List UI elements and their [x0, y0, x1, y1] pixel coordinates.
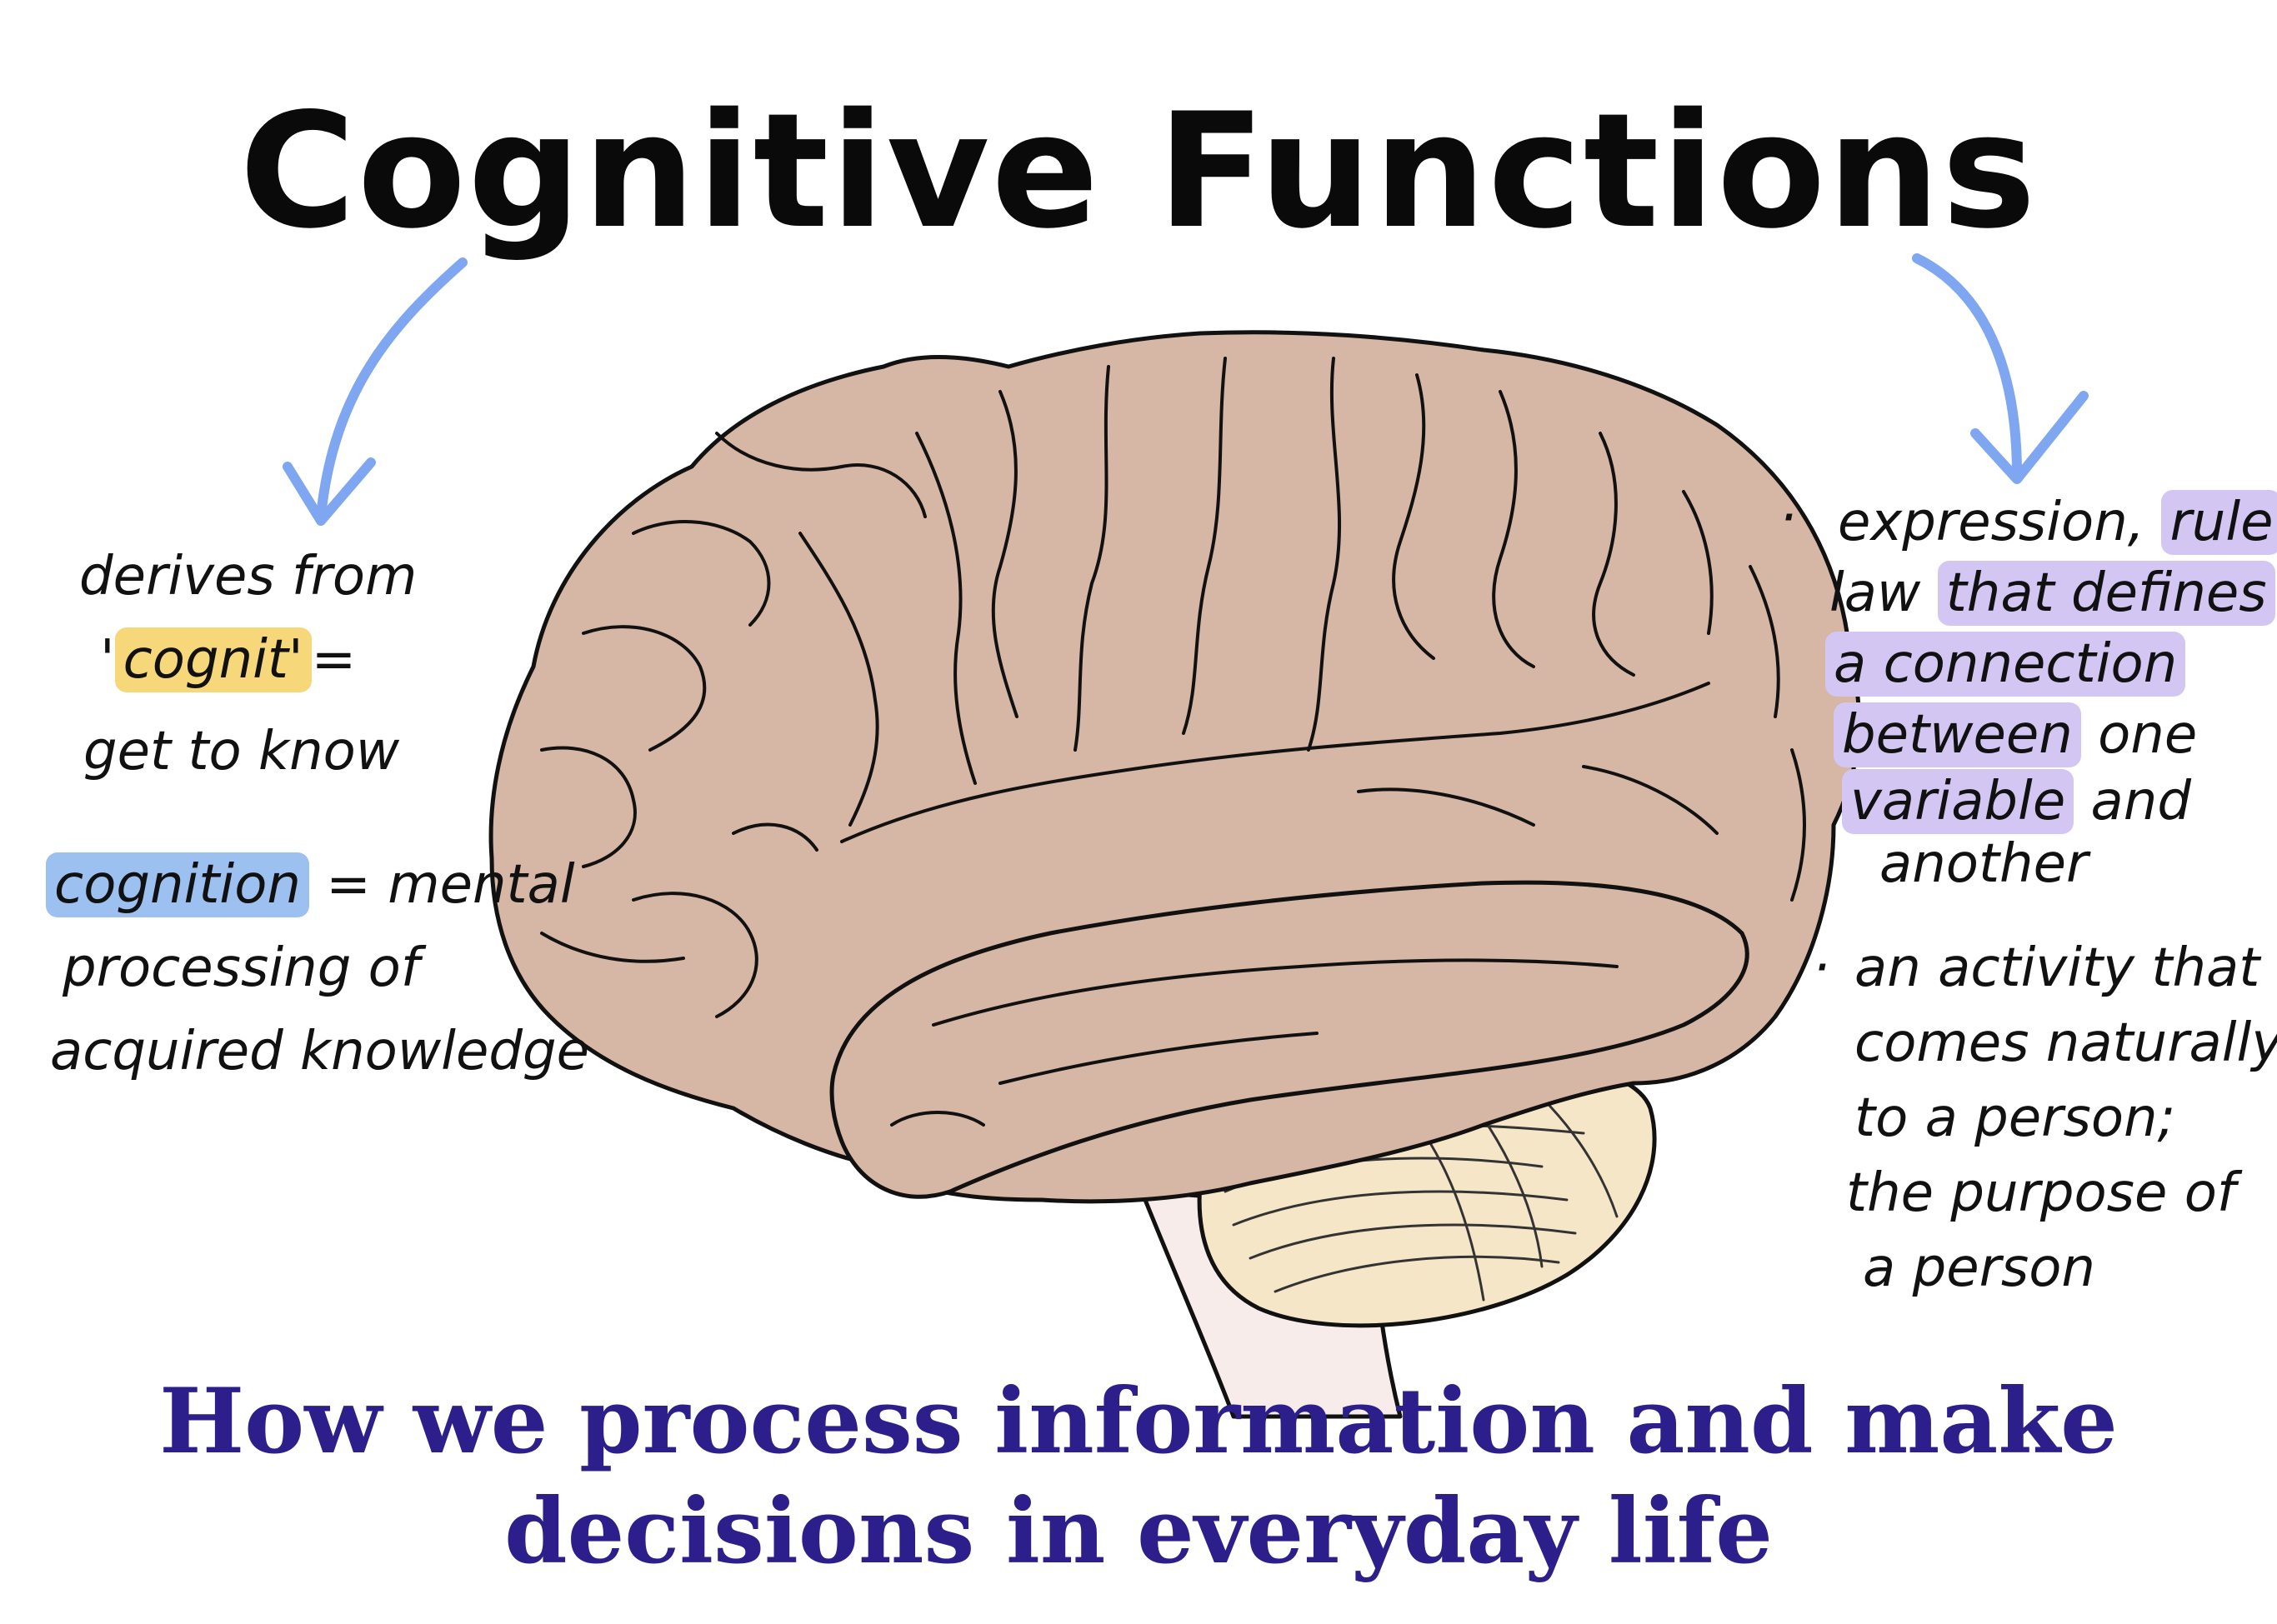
right-bullet-1: ·: [1779, 487, 1797, 549]
right-note-line-9: to a person;: [1854, 1087, 2176, 1149]
left-arrow-icon: [283, 257, 468, 526]
left-note-line-1: derives from: [79, 546, 418, 607]
left-note-line-2: 'cognit'=: [100, 627, 356, 692]
highlight-that-defines: that defines: [1937, 561, 2275, 626]
right-note-line-11: a person: [1863, 1237, 2095, 1299]
left-note-line-5: processing of: [63, 937, 420, 999]
left-note-equals: =: [311, 629, 357, 691]
right-note-one: one: [2098, 704, 2198, 766]
left-note-line-3: get to know: [83, 721, 400, 782]
right-note-line-5: variable and: [1842, 769, 2191, 834]
highlight-cognition: cognition: [46, 852, 309, 917]
brain-illustration: [488, 330, 1861, 1419]
right-note-expression: expression,: [1838, 492, 2145, 553]
left-note-line-4: cognition = mental: [46, 852, 575, 917]
subtitle-line-1: How we process information and make: [159, 1369, 2118, 1474]
highlight-variable: variable: [1842, 769, 2074, 834]
page-title: Cognitive Functions: [239, 79, 2038, 263]
highlight-a-connection: a connection: [1825, 632, 2186, 697]
right-note-line-4: between one: [1834, 702, 2197, 767]
subtitle-line-2: decisions in everyday life: [504, 1479, 1773, 1584]
right-note-line-3: a connection: [1825, 632, 2186, 697]
highlight-rule: rule: [2161, 490, 2277, 555]
right-note-line-1: expression, rule,: [1838, 490, 2277, 555]
right-bullet-2: ·: [1813, 937, 1830, 999]
right-note-line-7: an activity that: [1854, 937, 2260, 999]
right-note-line-2: law that defines: [1829, 561, 2275, 626]
right-note-line-8: comes naturally: [1854, 1012, 2277, 1074]
highlight-cognit: cognit': [114, 627, 312, 692]
left-note-quote: ': [100, 629, 115, 691]
right-note-line-6: another: [1879, 833, 2089, 895]
subtitle: How we process information and make deci…: [0, 1367, 2277, 1587]
highlight-between: between: [1834, 702, 2081, 767]
left-note-line-6: acquired knowledge: [50, 1021, 589, 1082]
right-arrow-icon: [1912, 253, 2089, 484]
right-note-and: and: [2090, 771, 2191, 832]
left-note-mental: = mental: [326, 854, 575, 916]
right-note-law: law: [1829, 562, 1921, 624]
right-note-line-10: the purpose of: [1846, 1162, 2236, 1224]
